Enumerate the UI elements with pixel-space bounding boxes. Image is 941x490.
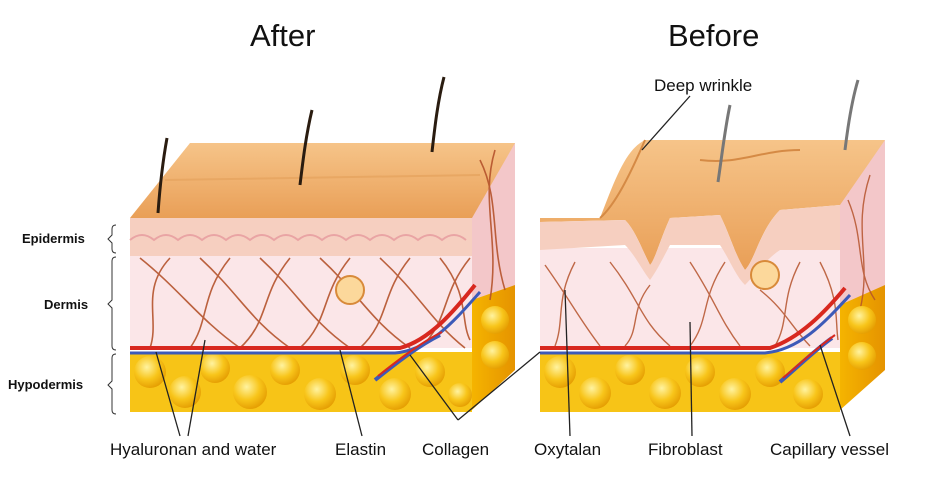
title-after: After — [250, 18, 316, 53]
label-elastin: Elastin — [335, 440, 387, 459]
after-fat-globules — [134, 306, 509, 410]
before-top-surface — [540, 140, 885, 270]
after-collagen-fibers — [139, 149, 506, 349]
before-skin-block — [540, 79, 885, 412]
before-collagen-fibers — [544, 174, 876, 347]
before-hair-2 — [843, 79, 860, 151]
leader-lines — [155, 95, 851, 437]
layer-brackets — [107, 224, 117, 415]
label-fibroblast: Fibroblast — [648, 440, 723, 459]
after-skin-block — [129, 76, 515, 412]
title-before: Before — [668, 18, 760, 53]
after-artery — [130, 283, 477, 350]
label-capillary-vessel: Capillary vessel — [770, 440, 890, 459]
after-hair-3 — [430, 76, 446, 153]
label-deep-wrinkle: Deep wrinkle — [654, 76, 753, 95]
after-hair-2 — [298, 109, 314, 186]
after-hair-1 — [156, 137, 169, 214]
label-dermis: Dermis — [44, 297, 89, 312]
label-oxytalan: Oxytalan — [534, 440, 602, 459]
before-epidermis — [540, 205, 840, 285]
before-fat-globules — [544, 306, 876, 410]
label-epidermis: Epidermis — [22, 231, 85, 246]
before-artery — [540, 286, 847, 350]
after-top-surface — [130, 143, 515, 218]
label-hypodermis: Hypodermis — [8, 377, 84, 392]
before-hair-1 — [716, 104, 732, 183]
label-hyaluronan: Hyaluronan and water — [110, 440, 277, 459]
before-vein — [540, 293, 852, 355]
label-collagen: Collagen — [422, 440, 490, 459]
